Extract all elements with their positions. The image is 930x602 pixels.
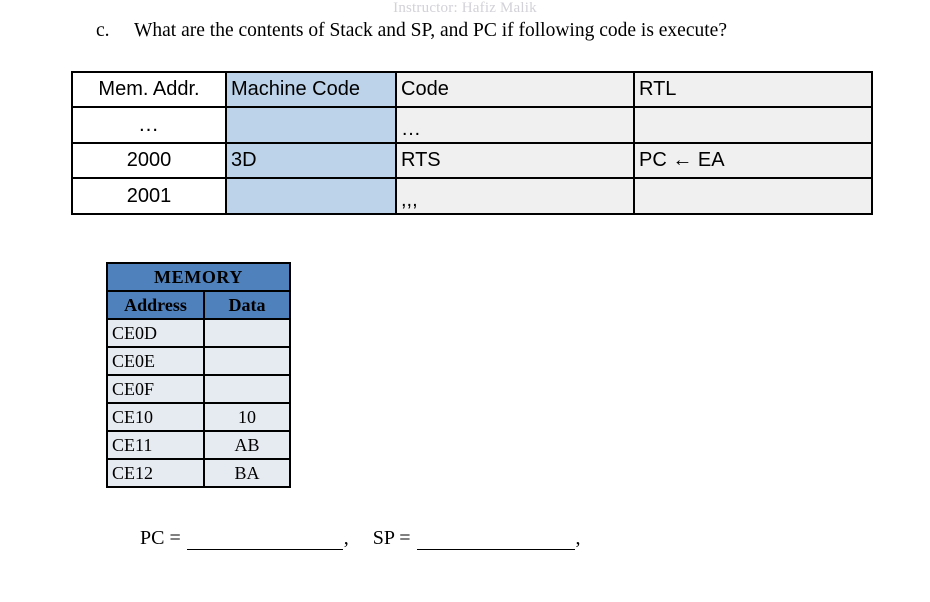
table-row: … … — [71, 106, 873, 144]
sp-label: SP = — [372, 527, 411, 549]
column-header-rtl: RTL — [633, 71, 873, 108]
cell-mem-addr: 2000 — [71, 142, 227, 179]
table-row: CE0E — [106, 346, 292, 376]
column-header-code: Code — [395, 71, 635, 108]
memory-header-row: Address Data — [106, 290, 292, 320]
pc-label: PC = — [140, 527, 181, 549]
column-header-address: Address — [106, 290, 205, 320]
table-row: CE0F — [106, 374, 292, 404]
cell-address: CE12 — [106, 458, 205, 488]
question-text: What are the contents of Stack and SP, a… — [134, 20, 727, 41]
cell-address: CE0D — [106, 318, 205, 348]
table-row: CE12 BA — [106, 458, 292, 488]
question-line: c. What are the contents of Stack and SP,… — [96, 20, 896, 42]
cell-data: AB — [202, 430, 292, 460]
table-row: CE11 AB — [106, 430, 292, 460]
cell-machine-code — [225, 177, 397, 215]
cell-address: CE11 — [106, 430, 205, 460]
cell-address: CE0E — [106, 346, 205, 376]
cell-data: 10 — [202, 402, 292, 432]
memory-table: MEMORY Address Data CE0D CE0E CE0F CE10 … — [105, 262, 292, 488]
cell-code: ,,, — [395, 177, 635, 215]
table-row: CE0D — [106, 318, 292, 348]
cell-data — [202, 346, 292, 376]
column-header-machine-code: Machine Code — [225, 71, 397, 108]
memory-title: MEMORY — [105, 262, 292, 292]
answer-separator: , — [343, 527, 349, 549]
table-row: CE10 10 — [106, 402, 292, 432]
cell-rtl — [633, 177, 873, 215]
pc-answer-blank[interactable] — [186, 534, 343, 550]
answer-trailing-comma: , — [575, 527, 581, 549]
table-row: 2000 3D RTS PC ← EA — [71, 142, 873, 179]
running-header-instructor: Instructor: Hafiz Malik — [393, 0, 537, 16]
cell-rtl — [633, 106, 873, 144]
cell-data — [202, 374, 292, 404]
cell-address: CE10 — [106, 402, 205, 432]
cell-machine-code — [225, 106, 397, 144]
table-header-row: Mem. Addr. Machine Code Code RTL — [71, 71, 873, 108]
cell-data: BA — [202, 458, 292, 488]
cell-machine-code: 3D — [225, 142, 397, 179]
cell-mem-addr: … — [71, 106, 227, 144]
cell-rtl: PC ← EA — [633, 142, 873, 179]
cell-address: CE0F — [106, 374, 205, 404]
question-marker: c. — [96, 20, 110, 41]
memory-title-row: MEMORY — [105, 262, 292, 292]
table-row: 2001 ,,, — [71, 177, 873, 215]
cell-data — [202, 318, 292, 348]
column-header-data: Data — [202, 290, 292, 320]
cell-code: … — [395, 106, 635, 144]
sp-answer-blank[interactable] — [416, 534, 575, 550]
answer-line: PC = , SP = , — [140, 527, 581, 550]
cell-code: RTS — [395, 142, 635, 179]
cell-mem-addr: 2001 — [71, 177, 227, 215]
column-header-mem-addr: Mem. Addr. — [71, 71, 227, 108]
code-table: Mem. Addr. Machine Code Code RTL … … 200… — [71, 71, 873, 215]
